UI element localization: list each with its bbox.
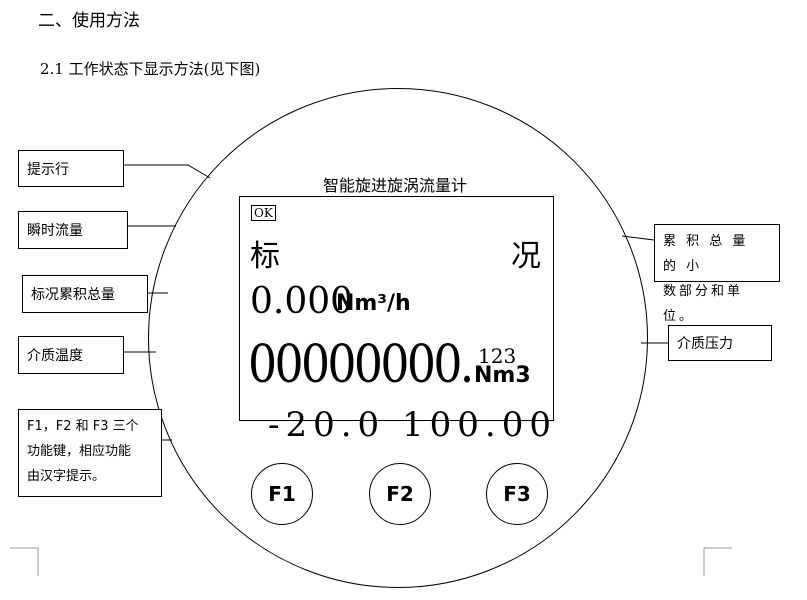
note-function-keys-line-1: F1，F2 和 F3 三个	[27, 419, 139, 434]
line-prompt-row	[124, 164, 211, 179]
device-title: 智能旋进旋涡流量计	[322, 176, 467, 195]
f3-button[interactable]: F3	[486, 463, 548, 525]
meter-face-circle	[148, 88, 648, 588]
section-heading: 二、使用方法	[38, 11, 140, 31]
total-integer: 00000000.	[248, 335, 474, 395]
f2-button[interactable]: F2	[369, 463, 431, 525]
total-decimal: 123	[478, 344, 517, 368]
label-medium-temp: 介质温度	[18, 336, 124, 374]
note-total-line-2: 数部分和单位。	[663, 284, 744, 324]
note-total-line-1: 累 积 总 量 的 小	[663, 234, 749, 274]
standard-condition-char-left: 标	[250, 239, 280, 274]
corner-mark-left	[10, 547, 39, 576]
note-function-keys-line-3: 由汉字提示。	[27, 469, 106, 484]
standard-condition-char-right: 况	[511, 239, 541, 274]
lcd-display: OK 标 况 0.000 Nm³/h 00000000. 123 Nm3 -20…	[239, 196, 554, 445]
note-total-decimal-unit: 累 积 总 量 的 小 数部分和单位。	[654, 224, 780, 324]
note-function-keys-line-2: 功能键，相应功能	[27, 444, 132, 459]
label-std-total: 标况累积总量	[22, 275, 148, 313]
subsection-heading: 2.1 工作状态下显示方法(见下图)	[40, 60, 261, 78]
status-ok-badge: OK	[251, 205, 276, 221]
line-total-note	[621, 235, 655, 241]
instant-flow-value: 0.000	[250, 281, 354, 322]
instant-flow-unit: Nm³/h	[336, 291, 411, 316]
f1-button[interactable]: F1	[251, 463, 313, 525]
corner-mark-right	[703, 547, 732, 576]
label-prompt-row: 提示行	[18, 150, 124, 187]
total-unit: Nm3	[474, 363, 531, 388]
label-medium-pressure: 介质压力	[668, 325, 772, 361]
label-instant-flow: 瞬时流量	[18, 211, 128, 249]
note-function-keys: F1，F2 和 F3 三个 功能键，相应功能 由汉字提示。	[18, 409, 162, 497]
temperature-pressure-row: -20.0 100.00	[268, 405, 557, 445]
